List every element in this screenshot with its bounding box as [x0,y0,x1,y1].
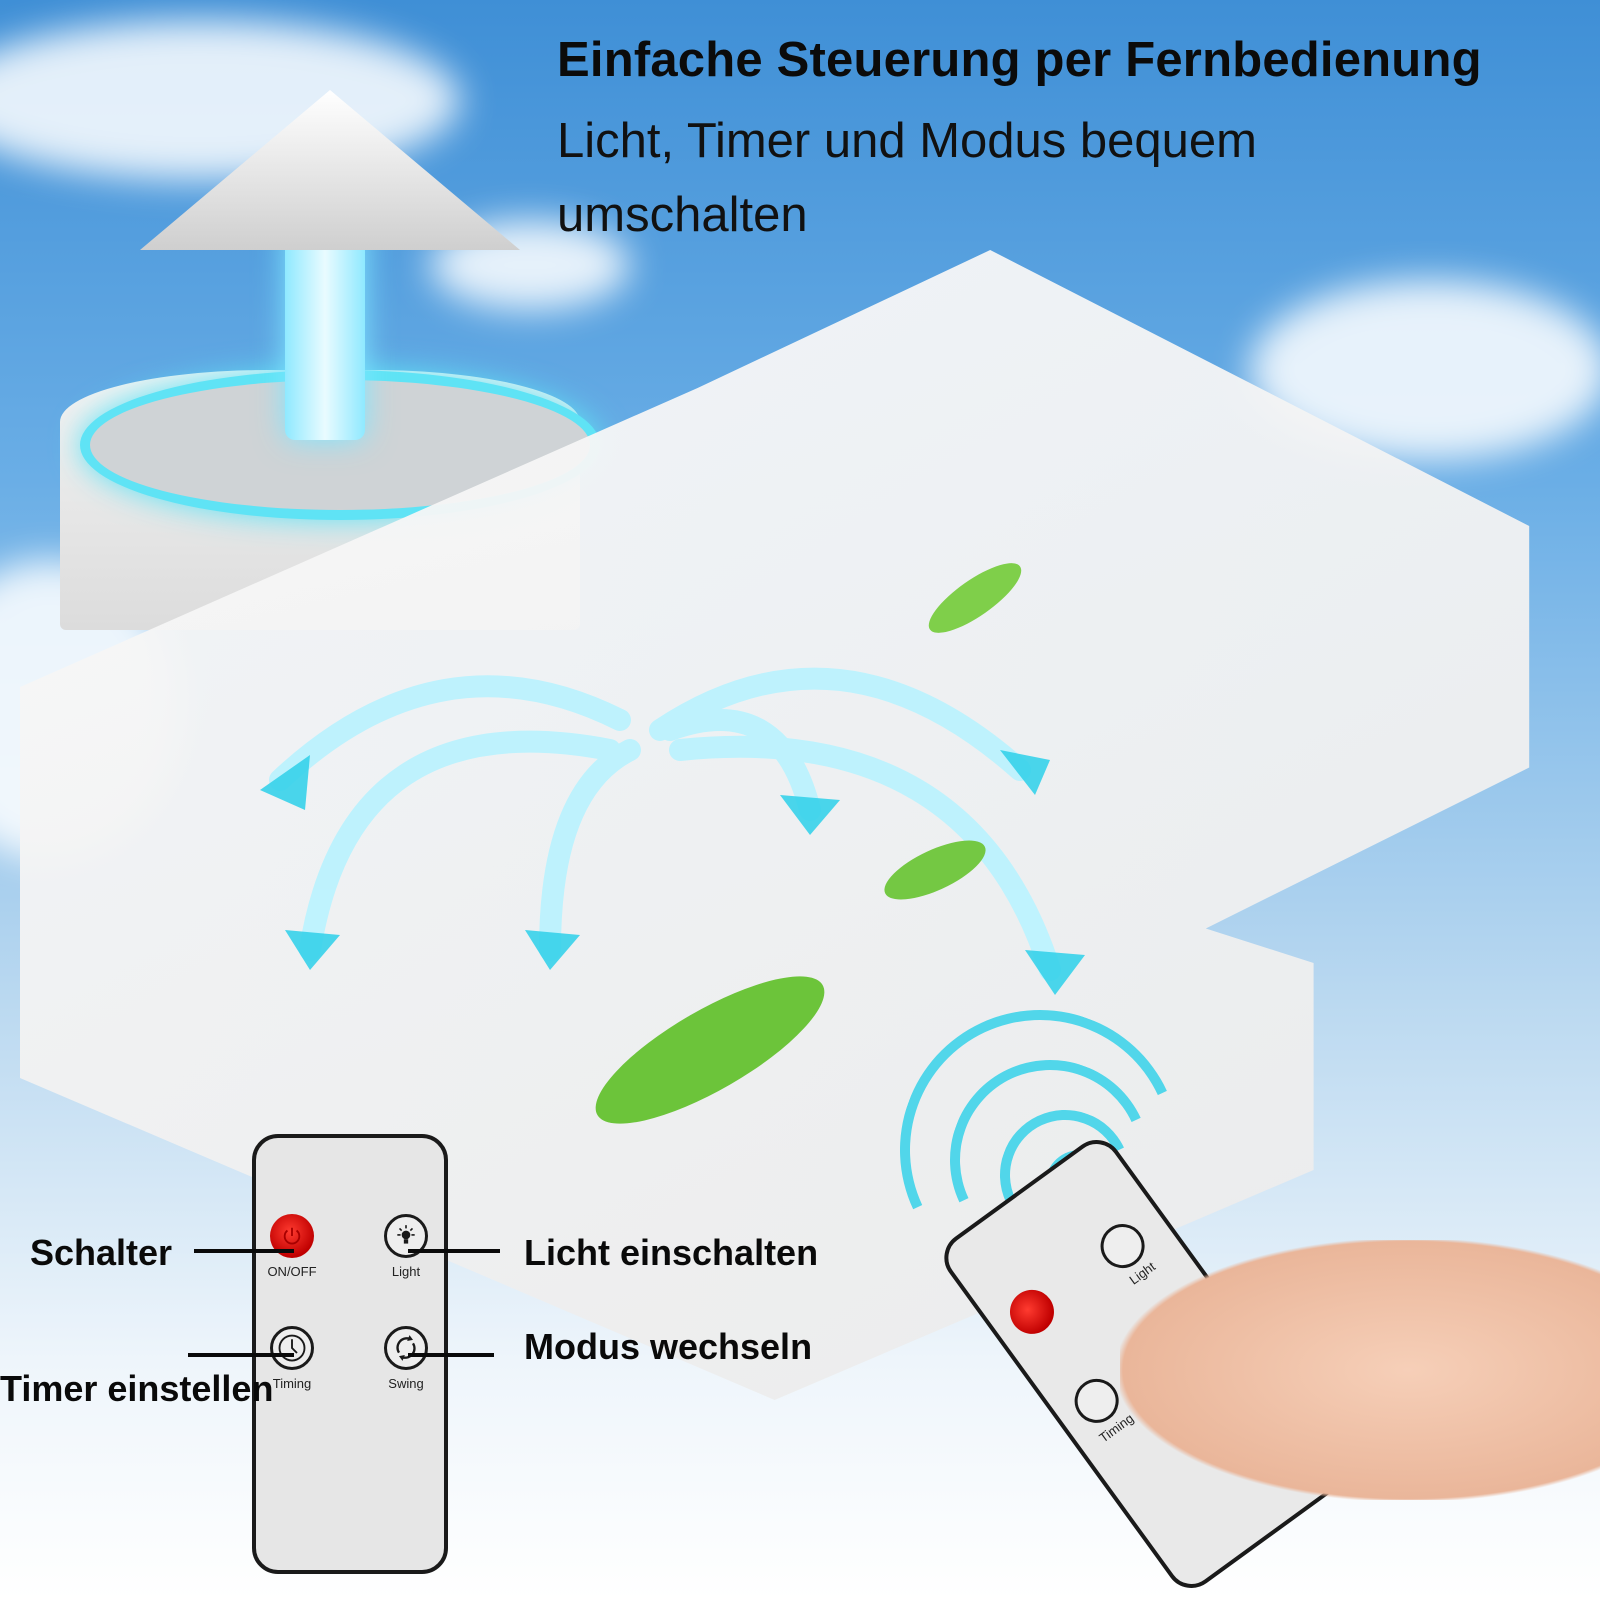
headline: Einfache Steuerung per Fernbedienung [557,33,1482,87]
swing-label: Swing [388,1376,424,1391]
clock-icon [278,1334,306,1362]
callout-modus: Modus wechseln [524,1326,813,1367]
humidifier-stem [285,220,365,440]
airflow-arrows [260,667,1085,995]
callout-line-light [408,1249,500,1253]
light-label: Light [391,1264,421,1279]
callout-timer: Timer einstellen [0,1368,274,1409]
timing-label: Timing [272,1376,312,1391]
power-icon [283,1227,301,1245]
callout-schalter: Schalter [30,1232,173,1273]
hand-image [1120,1240,1600,1500]
house-floorplan-image [20,250,1560,1400]
timing-button[interactable] [270,1326,314,1370]
cycle-arrows-icon [396,1335,416,1361]
callout-line-swing [408,1353,494,1357]
subheadline: Licht, Timer und Modus bequem umschalten [557,114,1257,242]
swing-button[interactable] [384,1326,428,1370]
callout-line-timing [188,1353,294,1357]
callout-licht: Licht einschalten [524,1232,819,1273]
onoff-button-handheld [1001,1281,1063,1343]
umbrella-top [140,90,520,250]
callout-line-onoff [194,1249,294,1253]
lightbulb-icon [397,1225,415,1244]
onoff-label: ON/OFF [267,1264,317,1279]
